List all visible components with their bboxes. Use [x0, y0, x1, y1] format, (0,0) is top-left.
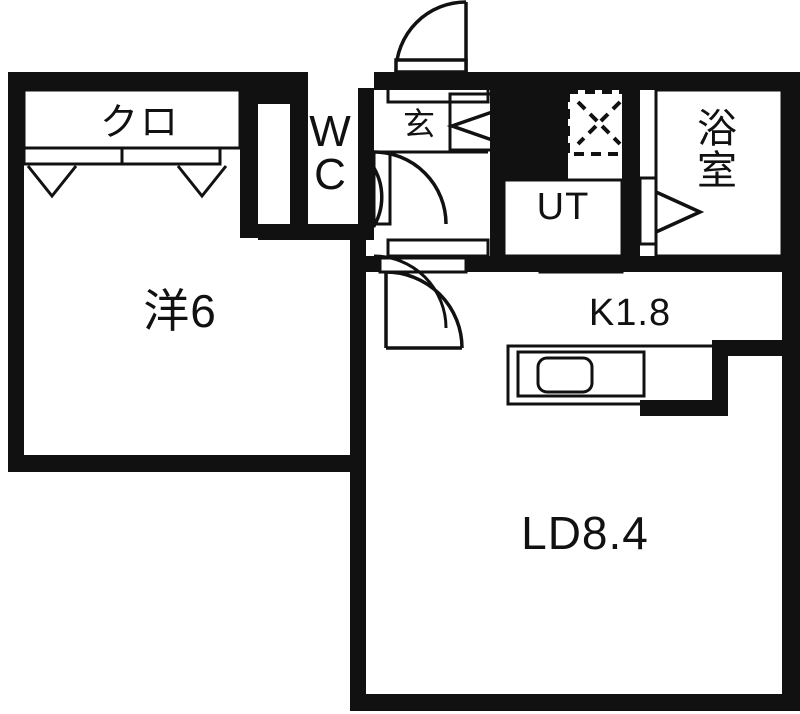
- room-label-genkan: 玄: [402, 106, 435, 142]
- genkan-threshold-top: [386, 86, 490, 104]
- wall-bath-right: [782, 72, 800, 272]
- room1-sliding-panel-b: [350, 362, 366, 442]
- door-arcs: [364, 0, 468, 350]
- wall-top-right: [374, 72, 800, 90]
- room-label-ut: UT: [536, 186, 590, 228]
- fixture-lines: [22, 86, 784, 590]
- room-label-bath: 浴 室: [697, 107, 737, 193]
- wall-ld-right-lower: [782, 346, 800, 710]
- ut-outline: [502, 178, 624, 258]
- ld-door-arc: [385, 270, 464, 349]
- shoe-box: [448, 92, 506, 152]
- wall-wc-left: [290, 88, 308, 240]
- genkan-threshold-bottom: [386, 238, 490, 258]
- wall-ld-bottom: [350, 694, 800, 711]
- washer-pan-x2: [576, 100, 622, 146]
- wc-door-arc2: [364, 167, 376, 227]
- wall-closet-right: [240, 90, 258, 238]
- wall-left-outer: [8, 72, 24, 470]
- washing-machine-space: [566, 90, 632, 156]
- closet-hanger-marks: [26, 165, 228, 199]
- wall-room1-ld: [350, 240, 366, 510]
- walls-group: [8, 72, 800, 711]
- bath-door-panel: [638, 176, 658, 246]
- closet-hanger-v1: [26, 165, 78, 199]
- wall-bath-bottom: [640, 256, 800, 272]
- kitchen-counter-outer: [506, 344, 720, 406]
- wall-wc-bottom: [258, 224, 368, 240]
- wall-kitchen-step-h: [712, 340, 800, 356]
- wall-top-left: [8, 72, 308, 90]
- wall-kitchen-step-v: [712, 340, 728, 416]
- bath-outline: [654, 88, 784, 258]
- wall-genkan-right: [490, 88, 504, 272]
- wall-ut-right: [622, 88, 640, 272]
- wc-door-arc: [372, 167, 384, 227]
- room-label-living: LD8.4: [521, 507, 649, 559]
- bath-folding-triangle: [655, 190, 705, 234]
- folding-door-markers: [446, 108, 705, 234]
- kitchen-sink-basin: [536, 356, 594, 394]
- room-label-kitchen: K1.8: [588, 292, 672, 334]
- wall-ld-right-upper: [782, 272, 800, 346]
- room1-window: [146, 456, 330, 472]
- wall-ld-left-lower: [350, 472, 366, 710]
- room-label-room1: 洋6: [143, 285, 217, 337]
- wall-kitchen-step-h2: [640, 400, 728, 416]
- washer-pan-outline: [566, 90, 632, 156]
- genkan-folding-triangle: [446, 108, 499, 144]
- washer-pan-x1: [576, 100, 622, 146]
- genkan-inner-door-arc: [373, 150, 448, 225]
- wall-wc-right: [358, 88, 374, 240]
- entrance-threshold: [394, 58, 468, 74]
- room-label-wc: W C: [309, 107, 351, 200]
- ld-door-threshold: [378, 256, 468, 274]
- room-label-closet: クロ: [99, 102, 180, 144]
- genkan-lower-arc: [373, 254, 448, 329]
- wall-ut-top-divider: [504, 88, 568, 180]
- ld-left-panel-lower: [350, 498, 366, 590]
- kitchen-counter-inner: [516, 350, 646, 398]
- closet-hanger-v2: [176, 165, 228, 199]
- wall-stub-closet: [240, 90, 298, 104]
